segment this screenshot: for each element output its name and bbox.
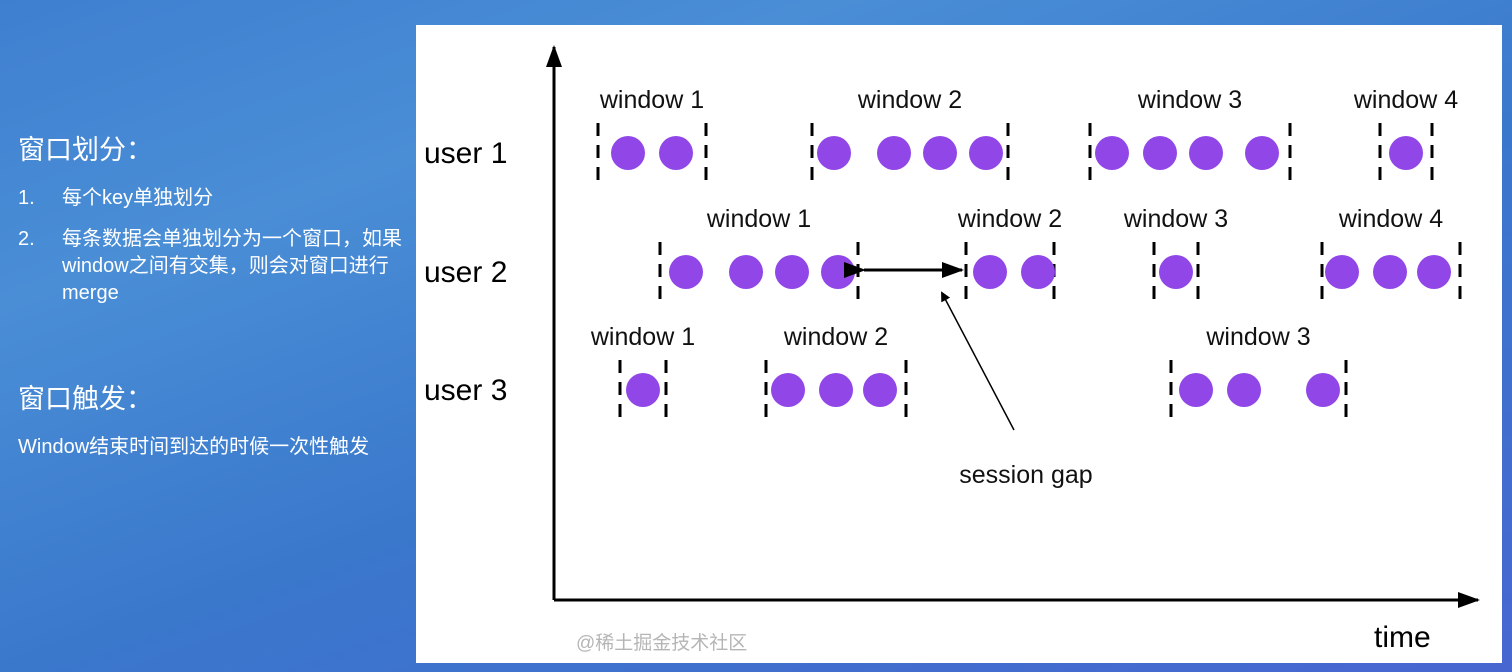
session-window: window 3 (1123, 205, 1228, 304)
window-label: window 2 (957, 205, 1062, 233)
heading-window-assignment: 窗口划分： (18, 135, 153, 165)
event-dot (969, 136, 1003, 170)
window-label: window 3 (1205, 323, 1310, 351)
event-dot (1143, 136, 1177, 170)
window-label: window 1 (706, 205, 811, 233)
event-dot (923, 136, 957, 170)
event-dot (1189, 136, 1223, 170)
event-dot (1227, 373, 1261, 407)
event-dot (729, 255, 763, 289)
session-window: window 2 (810, 86, 1010, 185)
trigger-text: Window结束时间到达的时候一次性触发 (18, 436, 370, 458)
event-dot (1389, 136, 1423, 170)
list-text: 每条数据会单独划分为一个窗口，如果window之间有交集，则会对窗口进行merg… (62, 228, 402, 304)
session-window: window 3 (1169, 323, 1348, 422)
event-dot (819, 373, 853, 407)
list-number: 1. (18, 187, 35, 209)
event-dot (1179, 373, 1213, 407)
diagram-panel: time user 1 window 1 window 2 window 3 windo… (416, 25, 1502, 663)
event-dot (863, 373, 897, 407)
event-dot (817, 136, 851, 170)
list-item: 1. 每个key单独划分 (18, 185, 408, 212)
event-dot (973, 255, 1007, 289)
list-number: 2. (18, 228, 35, 250)
window-label: window 1 (590, 323, 695, 351)
event-dot (1095, 136, 1129, 170)
event-dot (611, 136, 645, 170)
event-dot (1325, 255, 1359, 289)
session-window: window 4 (1353, 86, 1458, 185)
watermark: @稀土掘金技术社区 (576, 633, 748, 654)
slide-text: 窗口划分： 1. 每个key单独划分 2. 每条数据会单独划分为一个窗口，如果w… (18, 128, 408, 461)
event-dot (669, 255, 703, 289)
annotation-pointer (941, 291, 1015, 431)
window-label: window 2 (783, 323, 888, 351)
session-window: window 1 (658, 205, 860, 304)
window-label: window 4 (1353, 86, 1458, 114)
row-label: user 2 (424, 256, 507, 289)
event-dot (1417, 255, 1451, 289)
x-axis-label: time (1374, 621, 1431, 654)
window-label: window 3 (1137, 86, 1242, 114)
session-window-diagram: time user 1 window 1 window 2 window 3 windo… (424, 45, 1480, 654)
event-dot (659, 136, 693, 170)
window-label: window 1 (599, 86, 704, 114)
list-text: 每个key单独划分 (62, 187, 214, 209)
session-window: window 4 (1320, 205, 1462, 304)
event-dot (1306, 373, 1340, 407)
event-dot (775, 255, 809, 289)
event-dot (1373, 255, 1407, 289)
session-window: window 1 (596, 86, 708, 185)
session-window: window 2 (957, 205, 1062, 304)
session-window: window 2 (764, 323, 908, 422)
window-label: window 3 (1123, 205, 1228, 233)
window-label: window 2 (857, 86, 962, 114)
event-dot (821, 255, 855, 289)
event-dot (877, 136, 911, 170)
event-dot (1021, 255, 1055, 289)
heading-window-trigger: 窗口触发： (18, 384, 153, 414)
row-label: user 3 (424, 374, 507, 407)
list-item: 2. 每条数据会单独划分为一个窗口，如果window之间有交集，则会对窗口进行m… (18, 226, 408, 307)
window-label: window 4 (1338, 205, 1443, 233)
event-dot (1245, 136, 1279, 170)
event-dot (626, 373, 660, 407)
session-window: window 1 (590, 323, 695, 422)
row-label: user 1 (424, 137, 507, 170)
session-window: window 3 (1088, 86, 1292, 185)
event-dot (1159, 255, 1193, 289)
session-gap-label: session gap (959, 461, 1092, 489)
event-dot (771, 373, 805, 407)
